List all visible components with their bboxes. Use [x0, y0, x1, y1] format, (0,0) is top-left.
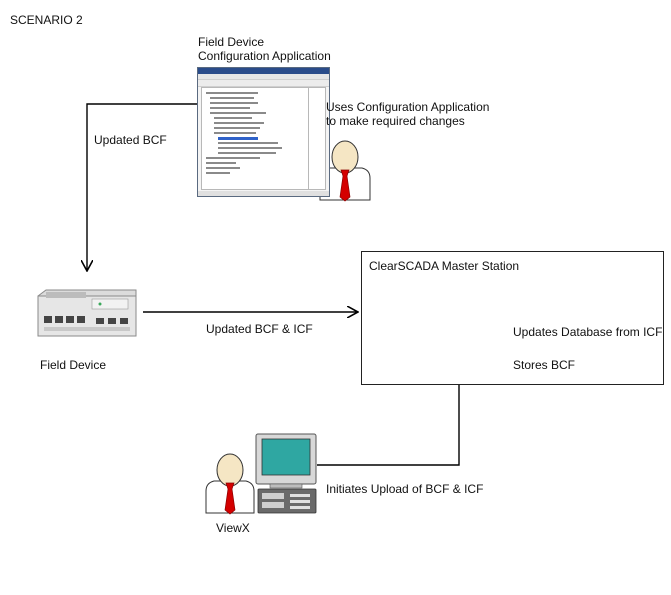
- viewx-label: ViewX: [216, 521, 250, 535]
- user-figure-viewx: [205, 453, 255, 515]
- user-note-line1: Uses Configuration Application: [326, 100, 490, 114]
- tree-row: [218, 152, 276, 154]
- config-app-title-line1: Field Device: [198, 35, 265, 49]
- master-item-stores-bcf: Stores BCF: [513, 358, 576, 372]
- tree-row: [210, 102, 258, 104]
- tree-row: [210, 112, 266, 114]
- window-status-bar: [198, 191, 329, 196]
- window-title-bar: [198, 68, 329, 74]
- window-tree-panel: [201, 87, 310, 190]
- user-note-line2: to make required changes: [326, 114, 465, 128]
- edge-label-updated-bcf: Updated BCF: [94, 133, 167, 147]
- tree-row: [210, 97, 254, 99]
- window-side-panel: [308, 87, 326, 190]
- tree-row: [214, 122, 264, 124]
- tree-row: [214, 132, 256, 134]
- line-master-to-viewx: [317, 385, 460, 466]
- tree-row: [206, 167, 240, 169]
- tree-row-selected: [218, 137, 258, 140]
- tree-row: [214, 127, 260, 129]
- tree-row: [214, 117, 252, 119]
- tree-row: [210, 107, 250, 109]
- field-device-label: Field Device: [40, 358, 107, 372]
- field-device-icon: [37, 289, 137, 337]
- workstation-icon: [255, 433, 317, 514]
- master-item-updates-database: Updates Database from ICF: [513, 325, 663, 339]
- config-app-window: [197, 67, 330, 197]
- edge-label-updated-bcf-icf: Updated BCF & ICF: [206, 322, 313, 336]
- user-figure-top: [319, 140, 371, 202]
- tree-row: [218, 147, 282, 149]
- tree-row: [206, 162, 236, 164]
- tree-row: [206, 172, 230, 174]
- master-station-box: [361, 251, 664, 385]
- tree-row: [218, 142, 278, 144]
- arrow-config-to-field-device: [87, 103, 197, 270]
- master-station-title: ClearSCADA Master Station: [369, 259, 520, 273]
- viewx-action-label: Initiates Upload of BCF & ICF: [326, 482, 484, 496]
- tree-row: [206, 157, 260, 159]
- scenario-label: SCENARIO 2: [10, 13, 83, 27]
- tree-row: [206, 92, 258, 94]
- config-app-title-line2: Configuration Application: [198, 49, 331, 63]
- window-toolbar: [198, 80, 329, 87]
- window-menu-bar: [198, 74, 329, 80]
